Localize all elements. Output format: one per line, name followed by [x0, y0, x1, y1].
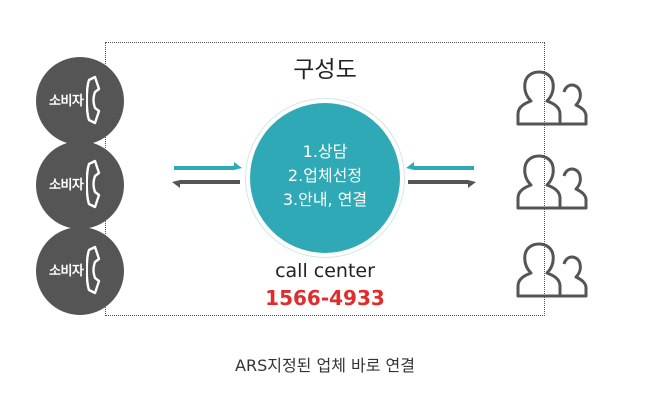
- right-exchange-arrows: [406, 162, 476, 188]
- left-exchange-arrows: [172, 162, 242, 188]
- consumer-node-2: 소비자: [36, 141, 124, 229]
- people-icon: [516, 154, 588, 210]
- diagram-title: 구성도: [293, 57, 357, 83]
- people-icon: [516, 70, 588, 126]
- consumer-label: 소비자: [49, 264, 84, 279]
- call-center-label: call center: [275, 260, 375, 282]
- consumer-label: 소비자: [49, 178, 84, 193]
- arrow-right-icon: [408, 180, 476, 188]
- footer-caption: ARS지정된 업체 바로 연결: [235, 356, 415, 375]
- step-line-1: 1.상담: [302, 142, 348, 161]
- step-line-2: 2.업체선정: [287, 166, 363, 185]
- phone-icon: [86, 159, 101, 209]
- call-center-phone: 1566-4933: [265, 286, 385, 310]
- phone-icon: [86, 75, 101, 125]
- phone-icon: [86, 245, 101, 295]
- arrow-right-icon: [174, 162, 242, 170]
- consumer-node-1: 소비자: [36, 57, 124, 145]
- arrow-left-icon: [406, 162, 474, 170]
- arrow-left-icon: [172, 180, 240, 188]
- people-icon: [516, 242, 588, 298]
- call-center-steps: 1.상담 2.업체선정 3.안내, 연결: [250, 140, 400, 212]
- step-line-3: 3.안내, 연결: [282, 190, 368, 209]
- consumer-label: 소비자: [49, 94, 84, 109]
- call-center-circle: 1.상담 2.업체선정 3.안내, 연결: [250, 103, 400, 253]
- consumer-node-3: 소비자: [36, 227, 124, 315]
